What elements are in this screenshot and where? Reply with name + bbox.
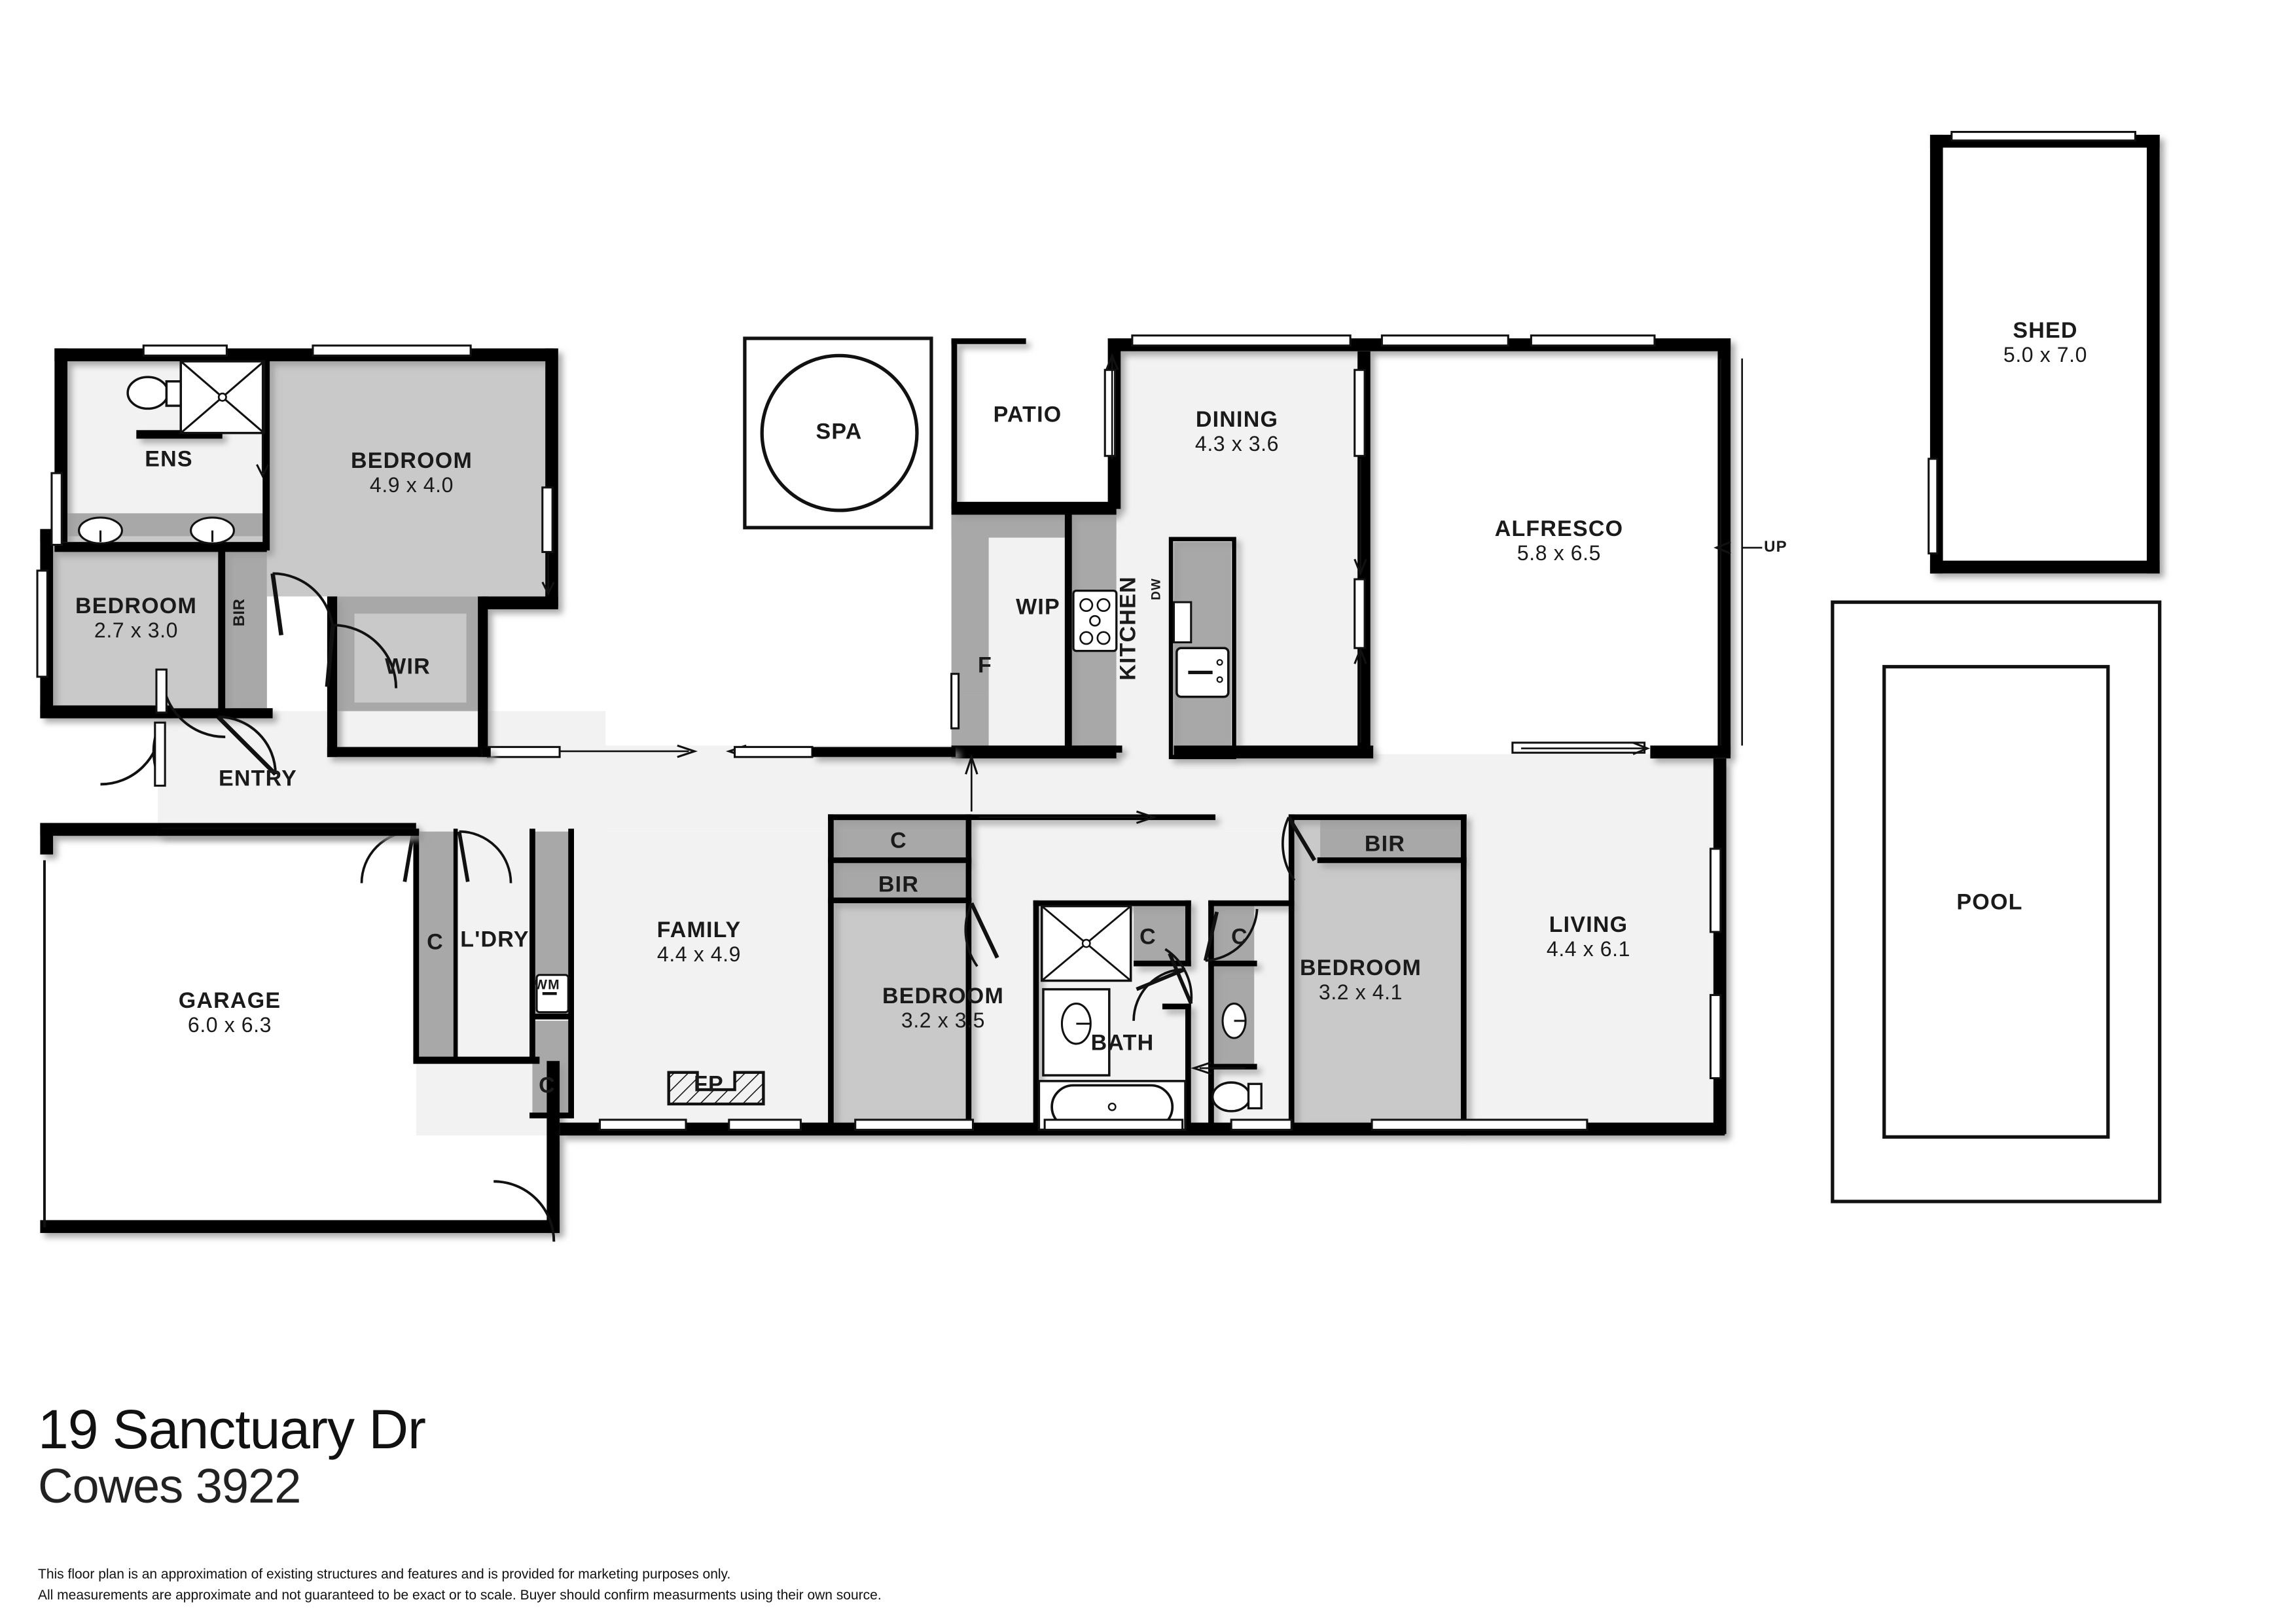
shed	[1929, 134, 2160, 574]
walls-garage	[40, 823, 560, 1234]
laundry-doors	[360, 830, 512, 883]
title-block: 19 Sanctuary Dr Cowes 3922	[38, 1399, 426, 1514]
pool-water	[1882, 665, 2110, 1139]
pool	[1831, 600, 2162, 1204]
entry-door	[152, 721, 166, 787]
walls-laundry	[413, 829, 574, 1118]
windows-upper	[950, 334, 1656, 754]
spa-enclosure	[743, 336, 933, 529]
bed2-door	[155, 668, 226, 739]
wc-fixtures	[1211, 1003, 1263, 1113]
page-subtitle: Cowes 3922	[38, 1459, 301, 1514]
page-title: 19 Sanctuary Dr	[38, 1399, 426, 1460]
flow-arrows-kitchen	[1105, 353, 1763, 755]
kitchen-fixtures	[1072, 589, 1230, 698]
windows-south	[598, 847, 1722, 1131]
outdoor-fills	[40, 338, 1725, 1234]
shed-openings	[1928, 131, 2136, 555]
disclaimer-line-2: All measurements are approximate and not…	[38, 1587, 882, 1603]
walls-corridor	[158, 747, 956, 836]
spa-tub	[760, 353, 919, 512]
garage-door	[43, 860, 556, 1242]
doors-south	[964, 816, 1316, 1021]
ens-fixtures	[78, 360, 266, 544]
disclaimer: This floor plan is an approximation of e…	[38, 1564, 882, 1605]
fireplace	[667, 1071, 765, 1106]
disclaimer-line-1: This floor plan is an approximation of e…	[38, 1567, 731, 1582]
doors-master	[100, 572, 398, 786]
windows-master	[36, 344, 554, 678]
cooktop	[1072, 589, 1118, 652]
flow-arrows-master	[256, 361, 555, 596]
dishwasher	[1172, 601, 1193, 644]
